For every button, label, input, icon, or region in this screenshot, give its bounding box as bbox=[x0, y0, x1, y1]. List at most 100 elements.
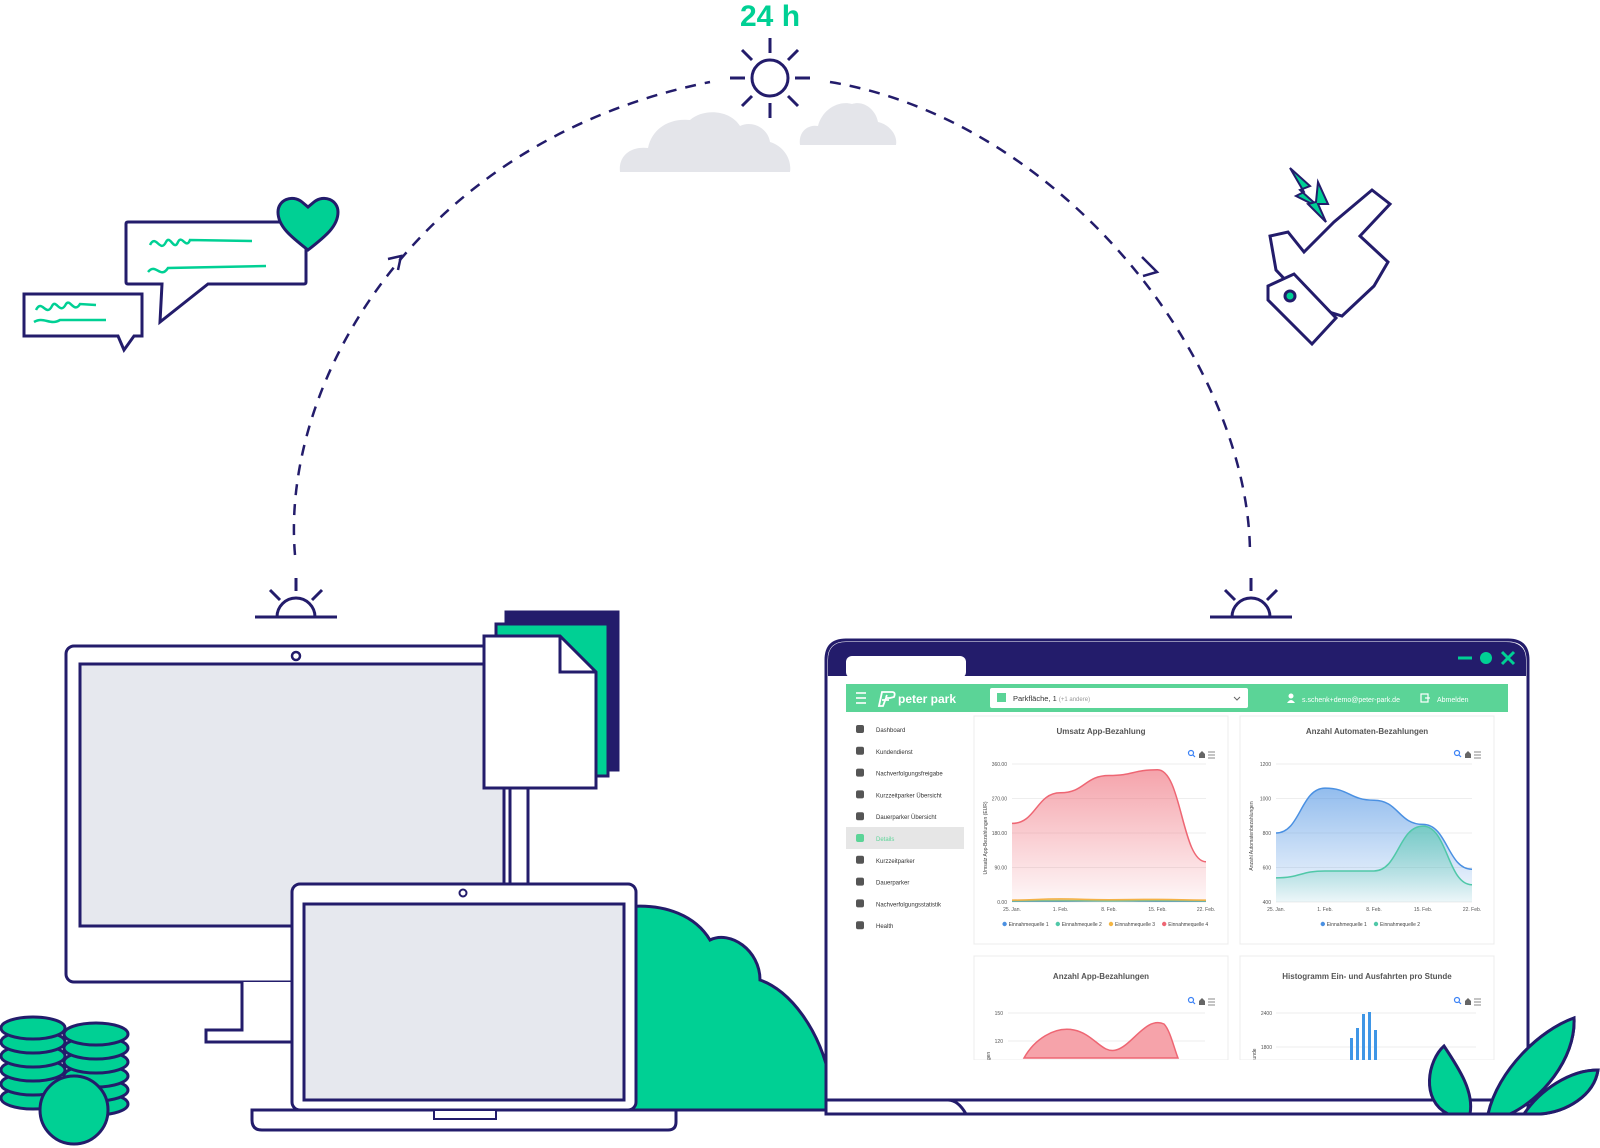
menu-icon[interactable] bbox=[856, 692, 866, 704]
legend-swatch bbox=[1002, 921, 1007, 927]
legend-swatch bbox=[1320, 921, 1326, 927]
chat-bubbles-icon bbox=[22, 220, 308, 354]
sidebar-item-label: Dashboard bbox=[876, 728, 905, 734]
y-tick-label: 120 bbox=[995, 1039, 1004, 1045]
logout-button[interactable]: Abmelden bbox=[1437, 697, 1469, 704]
sunset-icon bbox=[1210, 578, 1292, 619]
plant-front bbox=[1428, 1015, 1600, 1116]
sidebar-item[interactable]: Dashboard bbox=[856, 725, 905, 734]
sidebar: DashboardKundendienstNachverfolgungsfrei… bbox=[846, 725, 964, 930]
y-tick-label: 600 bbox=[1263, 866, 1272, 872]
history-icon bbox=[856, 855, 864, 864]
sidebar-item-label: Kurzzeitparker bbox=[876, 859, 915, 865]
heart-icon bbox=[276, 196, 340, 252]
sidebar-item[interactable]: Nachverfolgungsfreigabe bbox=[856, 768, 943, 778]
window-tab[interactable] bbox=[846, 656, 966, 678]
sidebar-item-label: Nachverfolgungsstatistik bbox=[876, 902, 942, 908]
y-tick-label: 2400 bbox=[1261, 1011, 1272, 1017]
sidebar-item[interactable]: Dauerparker bbox=[856, 877, 909, 887]
window-maximize-button[interactable] bbox=[1480, 652, 1492, 664]
day-arc bbox=[292, 80, 1252, 556]
checkbox-icon bbox=[997, 693, 1006, 702]
sidebar-item-label: Nachverfolgungsfreigabe bbox=[876, 772, 943, 778]
sunrise-icon bbox=[255, 578, 337, 619]
y-tick-label: 400 bbox=[1263, 900, 1272, 906]
x-tick-label: 15. Feb. bbox=[1414, 907, 1432, 913]
sidebar-item[interactable]: Health bbox=[856, 921, 893, 930]
heart-pulse-icon bbox=[856, 921, 864, 930]
chevron-down-icon bbox=[1233, 696, 1241, 701]
series-area bbox=[1012, 769, 1206, 902]
zoom-icon[interactable] bbox=[1453, 749, 1462, 758]
zoom-icon[interactable] bbox=[1187, 996, 1196, 1005]
y-tick-label: 360.00 bbox=[992, 762, 1008, 768]
zoom-icon[interactable] bbox=[1453, 996, 1462, 1005]
legend-label: Einnahmequelle 4 bbox=[1168, 922, 1208, 928]
x-tick-label: 25. Jan. bbox=[1267, 907, 1285, 913]
documents-icon bbox=[482, 610, 620, 890]
user-email[interactable]: s.schenk+demo@peter-park.de bbox=[1302, 697, 1400, 704]
y-tick-label: 1000 bbox=[1260, 797, 1271, 803]
zoom-icon[interactable] bbox=[1187, 749, 1196, 758]
y-axis-label: Umsatz App-Bezahlungen (EUR) bbox=[983, 801, 989, 874]
sun-icon bbox=[730, 38, 810, 118]
legend-item[interactable]: Einnahmequelle 1 bbox=[1002, 921, 1049, 928]
y-tick-label: 90.00 bbox=[994, 866, 1007, 872]
headset-icon bbox=[856, 746, 864, 755]
reset-home-icon[interactable] bbox=[1199, 751, 1205, 758]
y-tick-label: 270.00 bbox=[992, 797, 1008, 803]
sidebar-item[interactable]: Kurzzeitparker bbox=[856, 855, 915, 865]
chart-menu-icon[interactable] bbox=[1208, 998, 1215, 1006]
legend-item[interactable]: Einnahmequelle 4 bbox=[1162, 921, 1208, 928]
sidebar-item[interactable]: Details bbox=[856, 834, 894, 843]
trend-icon bbox=[856, 899, 864, 908]
legend-label: Einnahmequelle 1 bbox=[1009, 922, 1049, 928]
user-icon bbox=[1287, 693, 1295, 703]
y-axis-label: unde bbox=[1252, 1048, 1258, 1059]
legend-item[interactable]: Einnahmequelle 1 bbox=[1320, 921, 1367, 928]
arc-arrow-left bbox=[387, 254, 403, 271]
car-icon bbox=[856, 877, 864, 886]
legend-swatch bbox=[1162, 921, 1167, 927]
y-axis-label: Anzahl Automatenbezahlungen bbox=[1249, 801, 1255, 870]
y-tick-label: 1200 bbox=[1260, 762, 1271, 768]
app-count-area bbox=[1022, 1021, 1180, 1059]
chart-panel-histogram: Histogramm Ein- und Ausfahrten pro Stund… bbox=[1239, 955, 1495, 1061]
sidebar-active-bg bbox=[846, 827, 964, 849]
sidebar-item[interactable]: Kurzzeitparker Übersicht bbox=[856, 790, 942, 799]
reset-home-icon[interactable] bbox=[1465, 751, 1471, 758]
legend-item[interactable]: Einnahmequelle 3 bbox=[1108, 921, 1155, 928]
sidebar-item-label: Dauerparker bbox=[876, 881, 909, 887]
sidebar-item-label: Dauerparker Übersicht bbox=[876, 814, 937, 821]
series-line bbox=[1275, 825, 1473, 886]
chart-panel-umsatz: Umsatz App-Bezahlung Umsatz App-Bezahlun… bbox=[973, 715, 1229, 945]
laptop bbox=[250, 882, 678, 1132]
x-tick-label: 8. Feb. bbox=[1101, 907, 1117, 913]
selector-extra: (+1 andere) bbox=[1059, 697, 1090, 703]
x-tick-label: 1. Feb. bbox=[1053, 907, 1069, 913]
chart-menu-icon[interactable] bbox=[1474, 998, 1481, 1006]
sidebar-item-label: Kundendienst bbox=[876, 750, 913, 756]
y-tick-label: 180.00 bbox=[992, 831, 1008, 837]
sidebar-item[interactable]: Kundendienst bbox=[856, 746, 913, 756]
chart-title: Anzahl Automaten-Bezahlungen bbox=[1306, 727, 1428, 736]
cloud-left bbox=[619, 112, 791, 172]
legend-label: Einnahmequelle 1 bbox=[1327, 922, 1367, 928]
sidebar-item[interactable]: Nachverfolgungsstatistik bbox=[856, 899, 942, 908]
sidebar-item[interactable]: Dauerparker Übersicht bbox=[856, 812, 937, 821]
legend-item[interactable]: Einnahmequelle 2 bbox=[1055, 921, 1102, 928]
window-close-button[interactable] bbox=[1500, 650, 1516, 666]
parking-area-select[interactable]: Parkfläche, 1 (+1 andere) bbox=[990, 688, 1248, 708]
chart-menu-icon[interactable] bbox=[1208, 751, 1215, 759]
reset-home-icon[interactable] bbox=[1199, 998, 1205, 1005]
legend-item[interactable]: Einnahmequelle 2 bbox=[1373, 921, 1420, 928]
chart-title: Anzahl App-Bezahlungen bbox=[1053, 972, 1149, 981]
sidebar-item-label: Health bbox=[876, 924, 893, 930]
chart-menu-icon[interactable] bbox=[1474, 751, 1481, 759]
y-tick-label: 0.00 bbox=[997, 900, 1007, 906]
x-tick-label: 25. Jan. bbox=[1003, 907, 1021, 913]
reset-home-icon[interactable] bbox=[1465, 998, 1471, 1005]
legend-swatch bbox=[1055, 921, 1061, 927]
parking-icon bbox=[856, 812, 864, 821]
